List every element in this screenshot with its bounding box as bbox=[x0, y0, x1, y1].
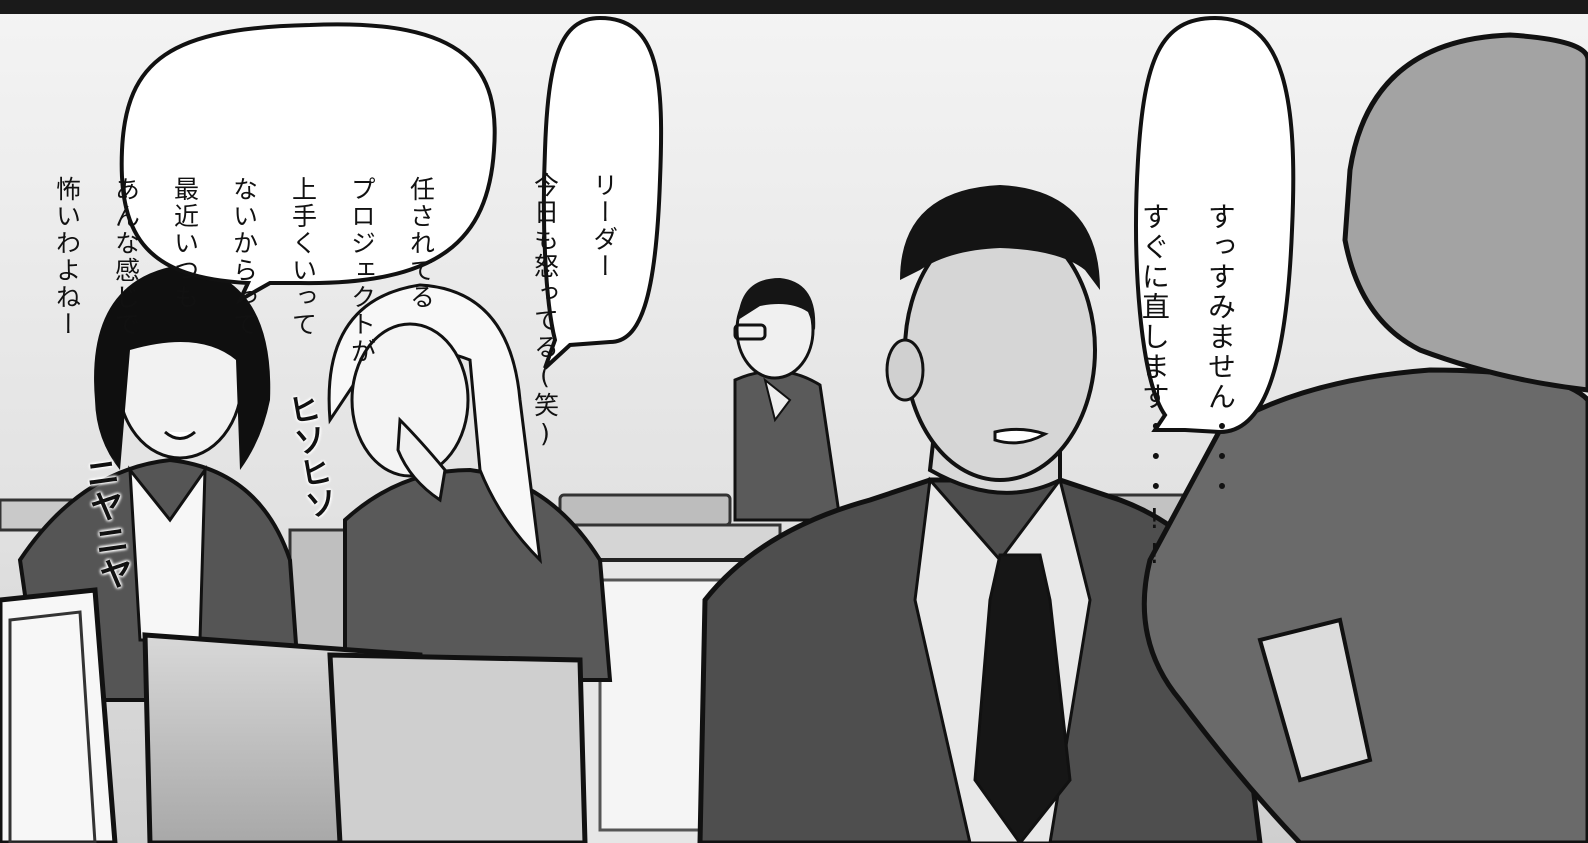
computer-monitors bbox=[0, 587, 588, 843]
bubble-line: 任されてる bbox=[406, 176, 436, 311]
speech-bubble-leader: リーダー 今日も怒ってる(笑) bbox=[531, 48, 648, 450]
bubble-line: ないからって bbox=[229, 176, 259, 338]
speech-bubble-shapes bbox=[119, 15, 1296, 435]
bubble-line: プロジェクトが bbox=[347, 176, 377, 365]
bubble-line: 今日も怒ってる(笑) bbox=[530, 172, 560, 450]
bubble-line: あんな感じで bbox=[111, 176, 141, 338]
man-in-suit bbox=[697, 185, 1263, 843]
background-man bbox=[733, 278, 842, 522]
bubble-line: 上手くいって bbox=[288, 176, 318, 338]
speech-bubble-apology: すっすみません・・・ すぐに直します・・・!! bbox=[1138, 62, 1270, 572]
bubble-line: すぐに直します・・・!! bbox=[1137, 202, 1171, 572]
leader-back-view bbox=[1141, 32, 1588, 843]
bubble-line: 最近いつも bbox=[170, 176, 200, 311]
woman-light-hair bbox=[327, 283, 613, 682]
bubble-line: 怖いわよねー bbox=[52, 176, 82, 338]
bubble-line: すっすみません・・・ bbox=[1203, 202, 1237, 502]
bubble-line: リーダー bbox=[589, 172, 619, 280]
speech-bubble-gossip: 任されてる プロジェクトが 上手くいって ないからって 最近いつも あんな感じで… bbox=[53, 52, 465, 365]
panel-top-border bbox=[0, 0, 1588, 14]
